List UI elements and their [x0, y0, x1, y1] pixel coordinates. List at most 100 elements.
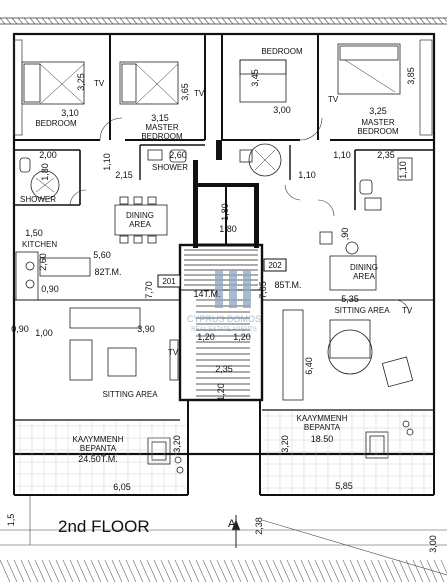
hatch-mark: [426, 559, 438, 582]
hatch-mark: [377, 17, 384, 25]
dining-table-left: [114, 196, 168, 244]
hatch-mark: [321, 559, 333, 582]
label-tv-2: TV: [194, 89, 205, 98]
hatch-mark: [323, 17, 330, 25]
dim-5-85: 5,85: [335, 481, 353, 491]
dim-1-20b: 1,20: [233, 332, 251, 342]
hatch-mark: [279, 559, 291, 582]
hatch-mark: [244, 559, 256, 582]
hatch-mark: [17, 17, 24, 25]
watermark: CYPRUS DOMOS REAL ESTATE AGENTS: [187, 270, 261, 333]
hatch-mark: [6, 559, 18, 582]
hatch-mark: [230, 559, 242, 582]
hatch-mark: [300, 559, 312, 582]
dim-2-38: 2,38: [254, 517, 264, 535]
apartment-201-area: 82T.M.: [94, 267, 121, 277]
hatch-mark: [41, 559, 53, 582]
hatch-mark: [413, 17, 420, 25]
dim-2-35: 2,35: [377, 150, 395, 160]
hatch-mark: [107, 17, 114, 25]
hatch-mark: [419, 559, 431, 582]
dim-1-10c: 1,10: [333, 150, 351, 160]
label-veranda-left-area: 24.50T.M.: [78, 454, 118, 464]
hatch-mark: [251, 17, 258, 25]
hatch-mark: [132, 559, 144, 582]
apartment-202-number: 202: [268, 261, 282, 270]
stair-area: 14T.M.: [193, 289, 220, 299]
hatch-mark: [370, 559, 382, 582]
hatch-mark: [293, 559, 305, 582]
watermark-tagline: REAL ESTATE AGENTS: [191, 327, 257, 333]
label-veranda-right-2: ΒΕΡΑΝΤΑ: [304, 423, 341, 432]
hatch-mark: [287, 17, 294, 25]
hatch-mark: [335, 559, 347, 582]
hatch-mark: [5, 17, 12, 25]
label-sitting-left: SITTING AREA: [102, 390, 158, 399]
dim-2-60b: 2,60: [38, 253, 48, 271]
hatch-mark: [425, 17, 432, 25]
hatch-mark: [62, 559, 74, 582]
hatch-mark: [431, 17, 438, 25]
hatch-mark: [191, 17, 198, 25]
dim-1-10b: 1,10: [298, 170, 316, 180]
hatch-mark: [407, 17, 414, 25]
hatch-mark: [258, 559, 270, 582]
hatch-mark: [401, 17, 408, 25]
hatch-mark: [119, 17, 126, 25]
hatch-mark: [203, 17, 210, 25]
hatch-mark: [0, 559, 11, 582]
hatch-mark: [257, 17, 264, 25]
hatch-mark: [179, 17, 186, 25]
label-shower-left: SHOWER: [20, 195, 56, 204]
hatch-marks: [0, 17, 447, 25]
hatch-mark: [0, 17, 6, 25]
hatch-mark: [20, 559, 32, 582]
hatch-mark: [173, 17, 180, 25]
hatch-mark: [307, 559, 319, 582]
hatch-mark: [95, 17, 102, 25]
label-tv-3: TV: [328, 95, 339, 104]
hatch-mark: [223, 559, 235, 582]
label-tv-1: TV: [94, 79, 105, 88]
bath-fixtures: [19, 143, 413, 211]
label-dining-right-2: AREA: [353, 272, 375, 281]
hatch-mark: [209, 17, 216, 25]
floor-title: 2nd FLOOR: [58, 517, 150, 536]
hatch-mark: [137, 17, 144, 25]
hatch-mark: [89, 17, 96, 25]
hatch-mark: [69, 559, 81, 582]
dim-90: ,90: [340, 228, 350, 241]
dim-1-20c: 1,20: [216, 383, 226, 401]
hatch-mark: [27, 559, 39, 582]
hatch-mark: [55, 559, 67, 582]
hatch-mark: [227, 17, 234, 25]
dim-1-00: 1,00: [35, 328, 53, 338]
hatch-bottom: [0, 559, 447, 582]
dim-2-15: 2,15: [115, 170, 133, 180]
hatch-mark: [23, 17, 30, 25]
hatch-mark: [143, 17, 150, 25]
dim-3-00b: 3,00: [428, 535, 438, 553]
label-dining-left-2: AREA: [129, 220, 151, 229]
hatch-mark: [113, 17, 120, 25]
hatch-mark: [35, 17, 42, 25]
hatch-mark: [286, 559, 298, 582]
hatch-mark: [395, 17, 402, 25]
hatch-mark: [195, 559, 207, 582]
dim-3-20b: 3,20: [280, 435, 290, 453]
sofa-right: [282, 309, 414, 401]
hatch-mark: [209, 559, 221, 582]
hatch-mark: [314, 559, 326, 582]
hatch-mark: [188, 559, 200, 582]
hatch-mark: [281, 17, 288, 25]
hatch-mark: [347, 17, 354, 25]
north-marker: A: [228, 518, 236, 530]
dim-2-00: 2,00: [39, 150, 57, 160]
hatch-mark: [398, 559, 410, 582]
hatch-mark: [329, 17, 336, 25]
hatch-mark: [131, 17, 138, 25]
hatch-mark: [160, 559, 172, 582]
hatch-mark: [29, 17, 36, 25]
